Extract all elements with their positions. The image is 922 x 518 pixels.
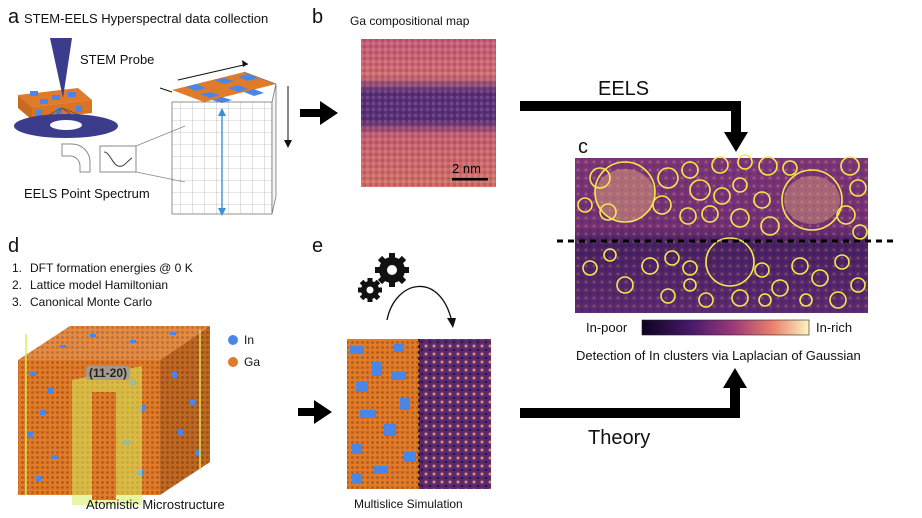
plane-label: (11-20) bbox=[89, 366, 128, 380]
probe-cone bbox=[50, 38, 72, 98]
colorbar-low-label: In-poor bbox=[586, 320, 628, 335]
step-number-3: 3. bbox=[12, 295, 23, 309]
panel-e-letter: e bbox=[312, 235, 324, 257]
cluster-detection-map bbox=[557, 154, 893, 313]
arrow-eels bbox=[520, 101, 748, 152]
eels-arrow-label: EELS bbox=[598, 78, 650, 100]
panel-e-caption: Multislice Simulation bbox=[354, 497, 463, 511]
panel-b-title: Ga compositional map bbox=[350, 14, 470, 28]
legend-ga-dot bbox=[228, 357, 238, 367]
step-number-2: 2. bbox=[12, 278, 23, 292]
step-1: DFT formation energies @ 0 K bbox=[30, 261, 193, 275]
legend-in-dot bbox=[228, 335, 238, 345]
stem-probe-label: STEM Probe bbox=[80, 52, 155, 67]
hyperspectral-cube bbox=[159, 60, 292, 216]
arrow-a-to-b bbox=[300, 101, 338, 125]
scale-bar bbox=[452, 178, 488, 181]
panel-d-letter: d bbox=[8, 235, 20, 257]
multislice-simulation-image bbox=[347, 339, 491, 489]
process-curve-arrow bbox=[386, 285, 453, 323]
step-2: Lattice model Hamiltonian bbox=[30, 278, 169, 292]
panel-a-title: STEM-EELS Hyperspectral data collection bbox=[24, 11, 269, 26]
gears-icon bbox=[358, 253, 409, 302]
legend-in-label: In bbox=[244, 333, 255, 347]
detected-cluster-circles bbox=[577, 154, 868, 309]
panel-c-letter: c bbox=[578, 136, 588, 158]
eels-spectrum-label: EELS Point Spectrum bbox=[24, 186, 150, 201]
scale-bar-label: 2 nm bbox=[452, 161, 481, 176]
panel-d-caption: Atomistic Microstructure bbox=[86, 497, 225, 512]
panel-a-letter: a bbox=[8, 6, 20, 28]
spectrometer-icon bbox=[61, 143, 91, 173]
colorbar-high-label: In-rich bbox=[816, 320, 853, 335]
step-3: Canonical Monte Carlo bbox=[30, 295, 153, 309]
panel-c-caption: Detection of In clusters via Laplacian o… bbox=[576, 348, 861, 363]
theory-arrow-label: Theory bbox=[588, 427, 651, 449]
legend-ga-label: Ga bbox=[244, 355, 261, 369]
arrow-theory bbox=[520, 368, 747, 418]
arrow-d-to-e bbox=[298, 400, 332, 424]
panel-b-letter: b bbox=[312, 6, 324, 28]
step-number-1: 1. bbox=[12, 261, 23, 275]
ga-compositional-map bbox=[361, 39, 496, 187]
colorbar bbox=[641, 319, 810, 336]
stem-probe-illustration bbox=[14, 38, 186, 183]
sample-checkerboard bbox=[18, 88, 92, 120]
atomistic-microstructure-cube bbox=[18, 326, 210, 505]
